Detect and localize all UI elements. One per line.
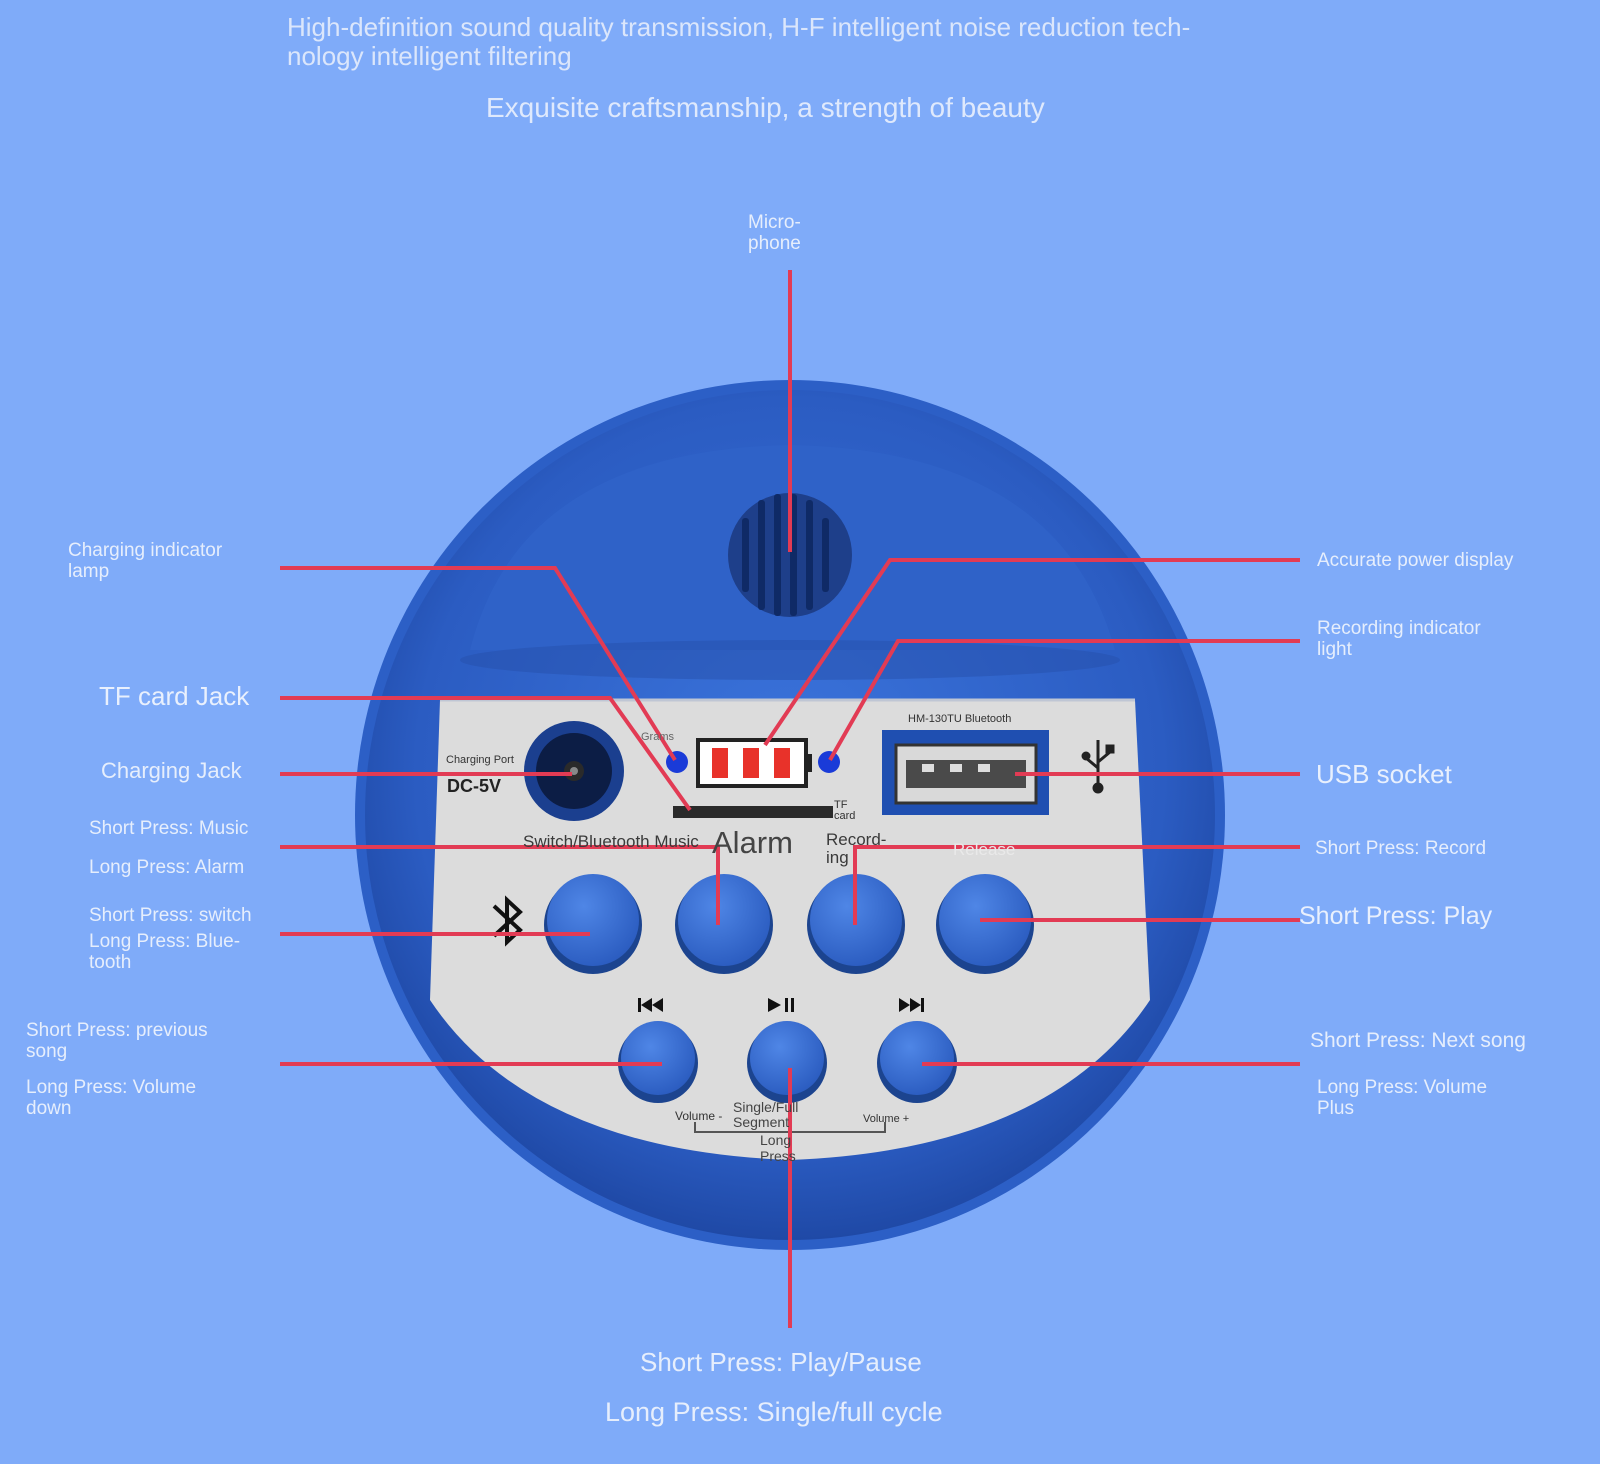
tf-card-jack-label: TF card Jack bbox=[99, 681, 250, 711]
long-press-label: Long Press bbox=[760, 1132, 796, 1164]
charging-jack-label: Charging Jack bbox=[101, 758, 242, 783]
recording-indicator-label: Recording indicator light bbox=[1317, 618, 1481, 660]
recording-label: Record- ing bbox=[826, 830, 887, 867]
previous-short-label: Short Press: previous song bbox=[26, 1020, 208, 1062]
speaker-grille-icon bbox=[728, 493, 852, 617]
usb-socket-label: USB socket bbox=[1316, 759, 1452, 789]
switch-bt-music-label: Switch/Bluetooth Music bbox=[523, 832, 699, 851]
prev-track-icon bbox=[638, 998, 663, 1012]
callout-lines bbox=[280, 270, 1300, 1328]
tf-card-label: TF card bbox=[834, 799, 856, 822]
microphone-label: Micro- phone bbox=[748, 212, 801, 254]
bluetooth-short-label: Short Press: switch bbox=[89, 905, 252, 926]
volume-minus-label: Volume - bbox=[675, 1109, 723, 1123]
usb-icon bbox=[1081, 740, 1115, 794]
play-pause-icon bbox=[768, 998, 794, 1012]
record-short-label: Short Press: Record bbox=[1315, 838, 1487, 859]
power-display-label: Accurate power display bbox=[1317, 550, 1514, 571]
previous-long-label: Long Press: Volume down bbox=[26, 1077, 197, 1119]
button-row-top bbox=[544, 874, 1034, 974]
usb-module-label: HM-130TU Bluetooth bbox=[908, 713, 1012, 725]
volume-plus-label: Volume + bbox=[863, 1113, 910, 1125]
alarm-label: Alarm bbox=[712, 825, 793, 860]
single-full-segment-label: Single/Full Segment bbox=[733, 1099, 799, 1130]
music-long-label: Long Press: Alarm bbox=[89, 857, 245, 878]
button-row-bottom bbox=[618, 1021, 957, 1103]
charging-port-icon bbox=[524, 721, 624, 821]
next-long-label: Long Press: Volume Plus bbox=[1317, 1077, 1488, 1119]
battery-icon bbox=[696, 738, 812, 788]
recording-indicator-light bbox=[818, 751, 840, 773]
music-short-label: Short Press: Music bbox=[89, 818, 249, 839]
dc-voltage-label: DC-5V bbox=[447, 776, 502, 796]
grams-label: Grams bbox=[641, 731, 674, 743]
play-short-label: Short Press: Play bbox=[1299, 902, 1493, 930]
playpause-short-label: Short Press: Play/Pause bbox=[640, 1347, 922, 1377]
charging-indicator-label: Charging indicator lamp bbox=[68, 540, 223, 582]
header-line-1: High-definition sound quality transmissi… bbox=[287, 12, 1191, 71]
next-track-icon bbox=[899, 998, 924, 1012]
next-short-label: Short Press: Next song bbox=[1310, 1029, 1526, 1052]
header-line-2: Exquisite craftsmanship, a strength of b… bbox=[486, 92, 1045, 123]
bluetooth-icon bbox=[492, 895, 523, 947]
charging-port-label: Charging Port bbox=[446, 754, 514, 766]
release-label: Release bbox=[953, 840, 1016, 859]
playpause-long-label: Long Press: Single/full cycle bbox=[605, 1397, 943, 1427]
tf-card-slot bbox=[673, 806, 833, 818]
bluetooth-long-label: Long Press: Blue- tooth bbox=[89, 931, 241, 973]
